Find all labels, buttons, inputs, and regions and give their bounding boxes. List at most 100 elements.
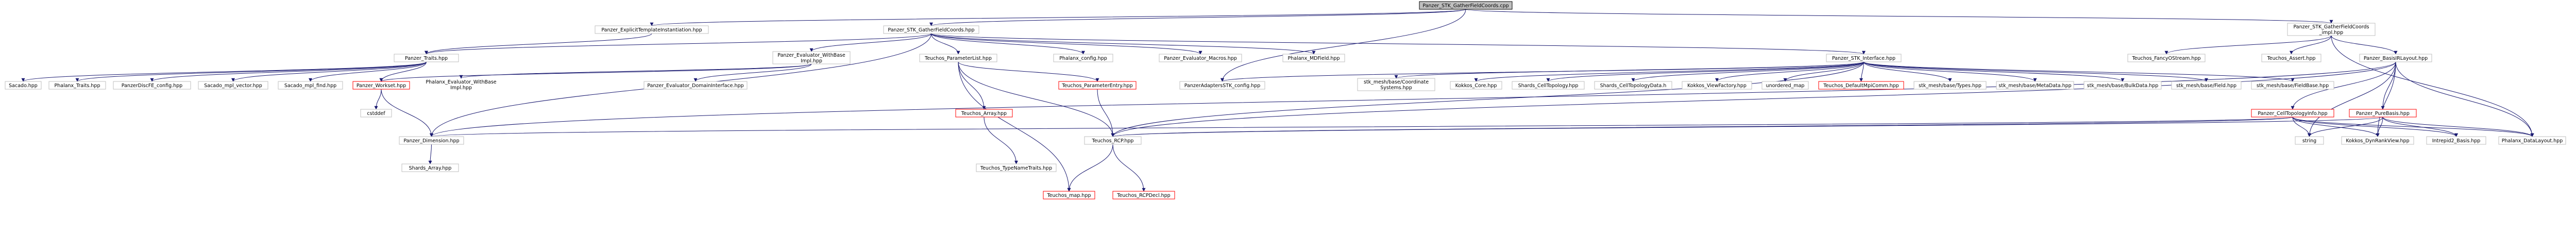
node-phxconfig[interactable]: Phalanx_config.hpp [1053,54,1113,62]
edge-gfchpp-to-stkinterface [931,33,1866,55]
node-box-gfchpp [883,25,979,34]
edge-gfchpp-to-phxmacros [931,33,1202,55]
node-defmpicomm[interactable]: Teuchos_DefaultMpiComm.hpp [1818,81,1904,90]
node-label-stkbulk: stk_mesh/base/BulkData.hpp [2087,83,2159,89]
node-sacado[interactable]: Sacado.hpp [5,81,42,90]
node-tassert[interactable]: Teuchos_Assert.hpp [2261,54,2321,62]
edge-trcp-to-tmap [1067,144,1113,192]
node-label-workset: Panzer_Workset.hpp [357,83,406,89]
edge-basisivl-to-trcp [1111,61,2396,137]
edge-basisivl-to-phxdatalayout [2395,61,2534,137]
node-box-phxdatalayout [2498,136,2566,145]
node-mdfield[interactable]: Phalanx_MDField.hpp [1282,54,1345,62]
node-gfcimpl[interactable]: Panzer_STK_GatherFieldCoords_impl.hpp [2287,23,2376,36]
edge-pdim-to-shardsarray [428,144,432,164]
node-box-phxtraits [48,81,106,90]
edge-gfcimpl-to-phxdatalayout [2331,35,2534,137]
node-box-tparamlist [919,54,997,62]
node-workset[interactable]: Panzer_Workset.hpp [352,81,410,90]
node-label-evaldomif: Panzer_Evaluator_DomainInterface.hpp [647,83,743,89]
node-label-phxevalwb-0: Phalanx_Evaluator_WithBase [426,79,496,85]
node-box-stktypes [1913,81,1987,90]
node-tmap[interactable]: Teuchos_map.hpp [1043,191,1095,200]
node-traits[interactable]: Panzer_Traits.hpp [394,54,459,62]
node-celltopoinfo[interactable]: Panzer_CellTopologyInfo.hpp [2251,109,2334,118]
node-kviewfactory[interactable]: Kokkos_ViewFactory.hpp [1682,81,1752,90]
node-box-tassert [2261,54,2321,62]
node-string[interactable]: string [2295,136,2324,145]
node-phxdatalayout[interactable]: Phalanx_DataLayout.hpp [2498,136,2566,145]
node-umap[interactable]: unordered_map [1761,81,1809,90]
node-intrepid[interactable]: Intrepid2_Basis.hpp [2426,136,2486,145]
node-label-evalwb-1: Impl.hpp [801,58,822,64]
node-mplvector[interactable]: Sacado_mpl_vector.hpp [198,81,268,90]
node-shardstopodata[interactable]: Shards_CellTopologyData.h [1594,81,1672,90]
node-stkbulk[interactable]: stk_mesh/base/BulkData.hpp [2083,81,2162,90]
node-purebasis[interactable]: Panzer_PureBasis.hpp [2349,109,2417,118]
node-stktypes[interactable]: stk_mesh/base/Types.hpp [1913,81,1987,90]
node-label-pdim: Panzer_Dimension.hpp [403,138,459,144]
node-evaldomif[interactable]: Panzer_Evaluator_DomainInterface.hpp [643,81,748,90]
node-gfchpp[interactable]: Panzer_STK_GatherFieldCoords.hpp [883,25,979,34]
edge-trcp-to-trcpdecl [1112,144,1146,192]
node-padapt[interactable]: PanzerAdaptersSTK_config.hpp [1179,81,1265,90]
node-label-celltopoinfo: Panzer_CellTopologyInfo.hpp [2258,111,2327,117]
node-tarray[interactable]: Teuchos_Array.hpp [955,109,1013,118]
node-box-fancyostream [2127,54,2206,62]
edge-purebasis-to-string [2308,117,2383,137]
node-label-mplfind: Sacado_mpl_find.hpp [284,83,336,89]
node-fancyostream[interactable]: Teuchos_FancyOStream.hpp [2127,54,2206,62]
node-box-pdfe [113,81,191,90]
file-nodes: Panzer_STK_GatherFieldCoords.cppPanzer_E… [5,1,2566,200]
edge-gfcimpl-to-fancyostream [2164,35,2332,55]
node-eti[interactable]: Panzer_ExplicitTemplateInstantiation.hpp [595,25,709,34]
node-stkmeta[interactable]: stk_mesh/base/MetaData.hpp [1996,81,2074,90]
node-phxtraits[interactable]: Phalanx_Traits.hpp [48,81,106,90]
node-label-tassert: Teuchos_Assert.hpp [2267,56,2316,61]
edge-traits-to-sacado [21,61,427,82]
edge-purebasis-to-phxdatalayout [2382,117,2534,137]
node-tparamentry[interactable]: Teuchos_ParameterEntry.hpp [1058,81,1137,90]
edge-stkinterface-to-stkmeta [1863,61,2037,82]
node-shardsarray[interactable]: Shards_Array.hpp [401,163,459,172]
node-stkfieldbbox[interactable]: stk_mesh/base/FieldBase.hpp [2251,81,2334,90]
node-box-mplfind [278,81,343,90]
node-kdynrank[interactable]: Kokkos_DynRankView.hpp [2341,136,2414,145]
edge-workset-to-cstddef [374,89,382,110]
node-basisivl[interactable]: Panzer_BasisIRLayout.hpp [2359,54,2432,62]
node-phxmacros[interactable]: Panzer_Evaluator_Macros.hpp [1159,54,1242,62]
edge-stkinterface-to-stkbulk [1863,61,2125,82]
node-ttypename[interactable]: Teuchos_TypeNameTraits.hpp [976,163,1057,172]
edge-gfcimpl-to-tassert [2290,35,2332,55]
node-box-shardstopodata [1594,81,1672,90]
node-label-phxmacros: Panzer_Evaluator_Macros.hpp [1164,56,1237,61]
node-trcp[interactable]: Teuchos_RCP.hpp [1084,136,1142,145]
node-trcpdecl[interactable]: Teuchos_RCPDecl.hpp [1112,191,1175,200]
node-cstddef[interactable]: cstddef [360,109,392,118]
node-kcore[interactable]: Kokkos_Core.hpp [1450,81,1502,90]
node-box-gfcimpl [2287,23,2376,36]
node-pdfe[interactable]: PanzerDiscFE_config.hpp [113,81,191,90]
node-shardstopo[interactable]: Shards_CellTopology.hpp [1512,81,1585,90]
node-label-kcore: Kokkos_Core.hpp [1455,83,1497,89]
edge-root-to-gfchpp [929,9,1466,26]
node-box-coordsys [1357,78,1435,91]
node-label-fancyostream: Teuchos_FancyOStream.hpp [2131,56,2200,61]
node-mplfind[interactable]: Sacado_mpl_find.hpp [278,81,343,90]
node-stkinterface[interactable]: Panzer_STK_Interface.hpp [1826,54,1902,62]
node-label-gfcimpl-0: Panzer_STK_GatherFieldCoords [2293,24,2369,30]
edge-evalwb-to-workset [379,63,812,82]
node-label-stkmeta: stk_mesh/base/MetaData.hpp [1998,83,2071,89]
node-pdim[interactable]: Panzer_Dimension.hpp [399,136,464,145]
edge-gfchpp-to-evalwb [809,33,931,52]
node-tparamlist[interactable]: Teuchos_ParameterList.hpp [919,54,997,62]
edge-tparamlist-to-tmap [958,61,1071,192]
node-stkfield[interactable]: stk_mesh/base/Field.hpp [2171,81,2242,90]
node-label-umap: unordered_map [1766,83,1805,89]
node-box-stkfieldbbox [2251,81,2334,90]
edge-stkinterface-to-shardstopodata [1631,61,1864,82]
node-box-tarray [955,109,1013,118]
